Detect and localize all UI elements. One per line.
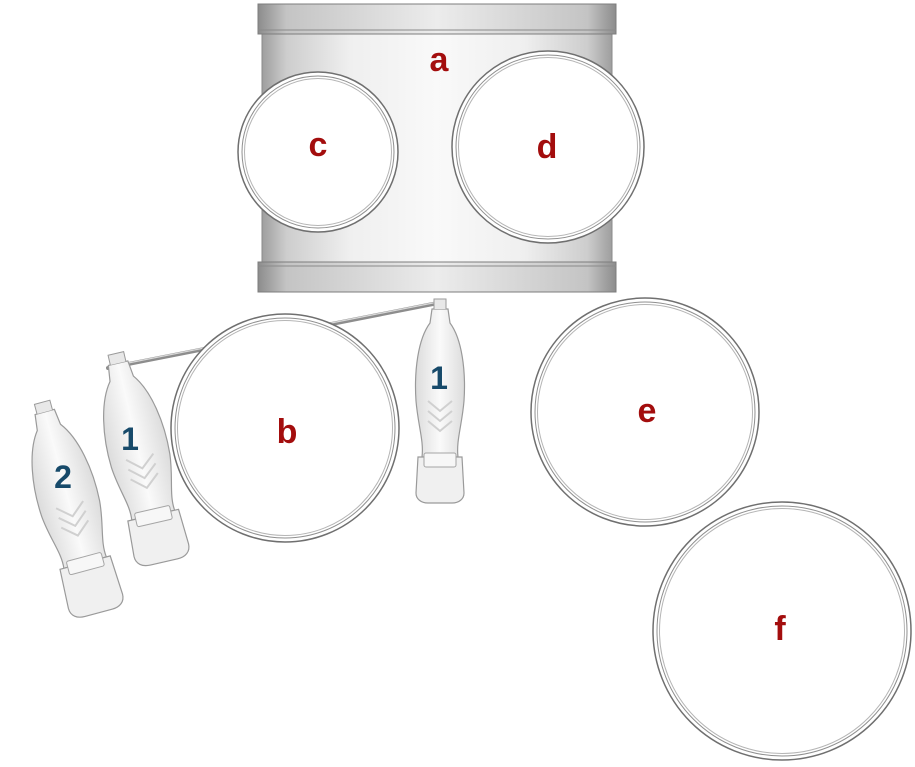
drum-f-label: f [774,610,786,648]
pedal-1-left[interactable] [86,347,193,569]
pedal-1-right[interactable] [414,298,466,504]
drum-d[interactable] [451,50,645,244]
drum-e[interactable] [530,297,760,527]
drum-f[interactable] [652,501,912,761]
drum-b-label: b [277,413,298,451]
drum-e-label: e [638,392,657,430]
pedal-1-right-label: 1 [430,360,448,396]
drum-a-label: a [430,41,450,79]
pedal-2-label: 2 [54,459,72,495]
drum-c-label: c [309,126,328,164]
drum-a-top-hoop [257,3,617,35]
drum-a-bottom-hoop [257,261,617,293]
drum-c[interactable] [237,71,399,233]
pedal-2[interactable] [13,394,128,620]
drum-d-label: d [537,128,558,166]
pedal-1-left-label: 1 [121,421,139,457]
drum-b[interactable] [170,313,400,543]
pedal-1-right-heel [415,456,465,504]
